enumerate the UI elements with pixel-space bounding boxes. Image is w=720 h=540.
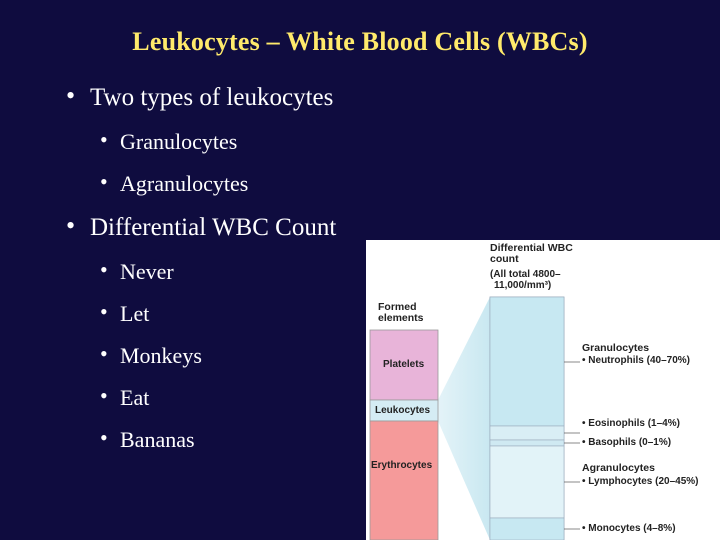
erythrocytes-label: Erythrocytes xyxy=(371,460,433,471)
sub-bullet-agranulocytes: • Agranulocytes xyxy=(100,169,249,197)
bullet-differential-text: Differential WBC Count xyxy=(90,214,337,241)
bullet-types-text: Two types of leukocytes xyxy=(90,84,334,111)
eosinophils-label: • Eosinophils (1–4%) xyxy=(582,418,680,429)
differential-subtitle-2: 11,000/mm³) xyxy=(494,280,552,291)
monocytes-segment xyxy=(489,517,565,540)
agranulocytes-label: Agranulocytes xyxy=(582,462,655,474)
slide-title: Leukocytes – White Blood Cells (WBCs) xyxy=(132,27,588,56)
sub-bullet-text: Bananas xyxy=(120,427,195,452)
basophils-segment xyxy=(489,439,565,447)
differential-title: Differential WBC count xyxy=(490,242,573,265)
erythrocytes-layer xyxy=(369,420,439,540)
figure-graphics xyxy=(369,296,580,540)
lymphocytes-label: • Lymphocytes (20–45%) xyxy=(582,476,699,487)
lymphocytes-segment xyxy=(489,445,565,519)
bullet-differential-count: • Differential WBC Count xyxy=(66,211,337,242)
leukocytes-label: Leukocytes xyxy=(375,405,431,416)
bullet-dot-icon: • xyxy=(100,127,108,152)
sub-bullet-let: • Let xyxy=(100,299,150,327)
formed-elements-label: Formed elements xyxy=(378,301,424,324)
sub-bullet-text: Granulocytes xyxy=(120,129,238,154)
bullet-dot-icon: • xyxy=(66,211,76,240)
granulocytes-label: Granulocytes xyxy=(582,342,650,354)
sub-bullet-never: • Never xyxy=(100,257,174,285)
platelets-label: Platelets xyxy=(383,359,425,370)
sub-bullet-text: Let xyxy=(120,301,150,326)
bullet-dot-icon: • xyxy=(100,299,108,324)
leader-lines xyxy=(564,361,580,530)
sub-bullet-text: Never xyxy=(120,259,174,284)
monocytes-label: • Monocytes (4–8%) xyxy=(582,523,676,534)
expansion-flare xyxy=(438,297,490,540)
bullet-dot-icon: • xyxy=(66,81,76,110)
sub-bullet-eat: • Eat xyxy=(100,383,150,411)
sub-bullet-bananas: • Bananas xyxy=(100,425,195,453)
bullet-dot-icon: • xyxy=(100,341,108,366)
neutrophils-label: • Neutrophils (40–70%) xyxy=(582,355,690,366)
sub-bullet-monkeys: • Monkeys xyxy=(100,341,202,369)
sub-bullet-text: Eat xyxy=(120,385,150,410)
basophils-label: • Basophils (0–1%) xyxy=(582,437,672,448)
bullet-dot-icon: • xyxy=(100,257,108,282)
bullet-dot-icon: • xyxy=(100,425,108,450)
sub-bullet-text: Agranulocytes xyxy=(120,171,249,196)
eosinophils-segment xyxy=(489,425,565,441)
neutrophils-segment xyxy=(489,296,565,427)
differential-wbc-figure: Differential WBC count (All total 4800– … xyxy=(366,240,720,540)
bullet-dot-icon: • xyxy=(100,169,108,194)
sub-bullet-granulocytes: • Granulocytes xyxy=(100,127,238,155)
bullet-dot-icon: • xyxy=(100,383,108,408)
differential-subtitle-1: (All total 4800– xyxy=(490,269,561,280)
sub-bullet-text: Monkeys xyxy=(120,343,202,368)
bullet-types: • Two types of leukocytes xyxy=(66,81,334,112)
